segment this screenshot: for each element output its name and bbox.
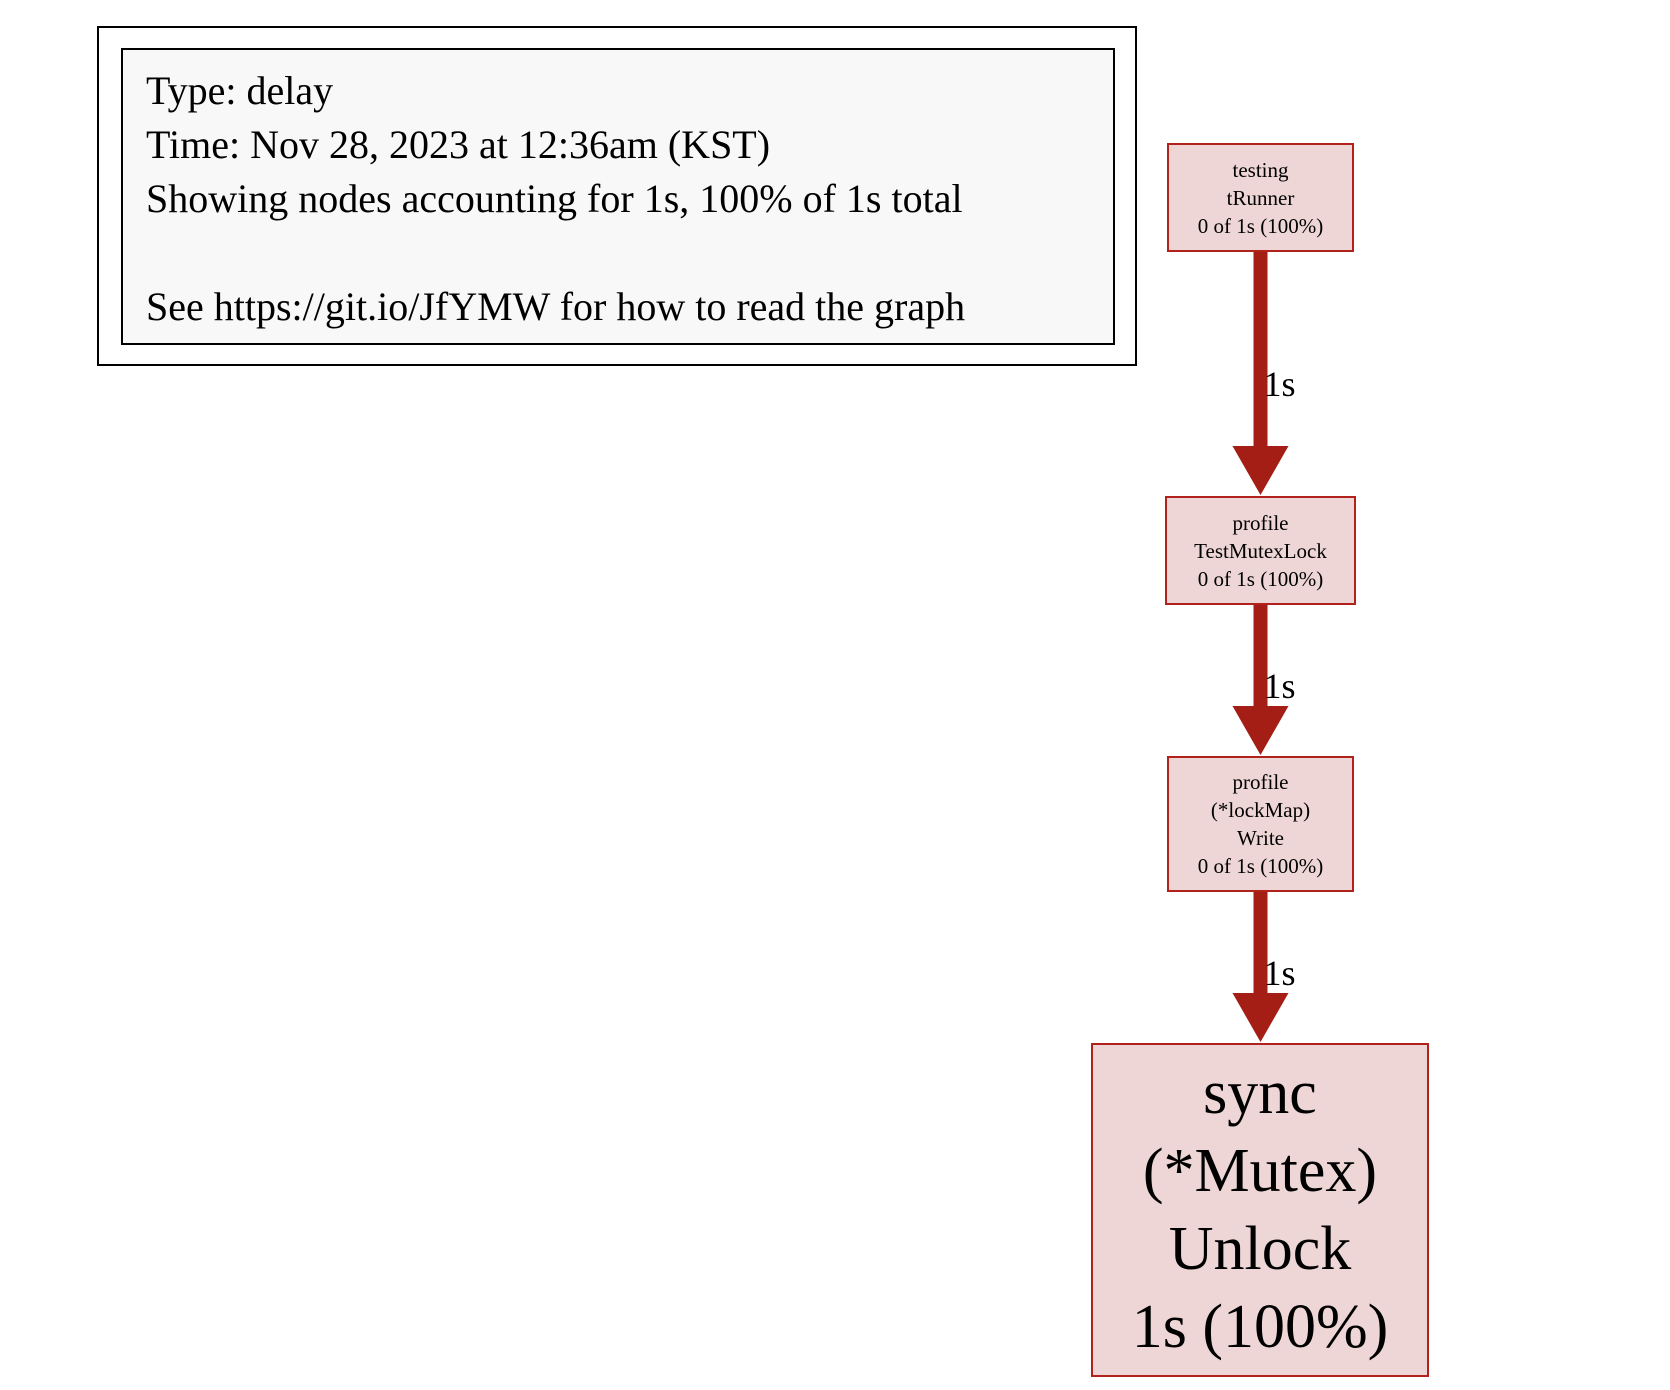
edge-arrowhead: [1232, 446, 1289, 495]
edge-arrowhead: [1232, 993, 1289, 1042]
edge-shaft: [1253, 605, 1268, 708]
legend-time: Time: Nov 28, 2023 at 12:36am (KST): [146, 122, 771, 167]
node-label-line: 0 of 1s (100%): [1197, 213, 1324, 238]
edge-shaft: [1253, 892, 1268, 995]
legend-box: Type: delay Time: Nov 28, 2023 at 12:36a…: [121, 48, 1115, 345]
legend-type: Type: delay: [146, 68, 334, 113]
edge-shaft: [1253, 252, 1268, 448]
edge-arrowhead: [1232, 706, 1289, 755]
node-label-line: tRunner: [1226, 185, 1295, 210]
node-mutex-unlock: sync (*Mutex) Unlock 1s (100%): [1091, 1043, 1429, 1377]
node-label-line: testing: [1232, 157, 1289, 182]
legend-see: See https://git.io/JfYMW for how to read…: [146, 284, 966, 329]
edge-label: 1s: [1263, 666, 1296, 707]
legend-showing: Showing nodes accounting for 1s, 100% of…: [146, 176, 963, 221]
node-label-line: 0 of 1s (100%): [1197, 566, 1324, 591]
node-label-line: Unlock: [1168, 1215, 1352, 1283]
edge-label: 1s: [1263, 364, 1296, 405]
node-label-line: (*Mutex): [1142, 1137, 1378, 1205]
node-lockmap-write: profile (*lockMap) Write 0 of 1s (100%): [1167, 756, 1354, 892]
node-label-line: profile: [1232, 770, 1289, 794]
node-label-line: TestMutexLock: [1194, 538, 1327, 563]
node-label-line: Write: [1237, 826, 1284, 850]
edge-label: 1s: [1263, 953, 1296, 994]
node-label-line: profile: [1232, 510, 1289, 535]
node-label-line: 0 of 1s (100%): [1197, 854, 1324, 878]
node-trunner: testing tRunner 0 of 1s (100%): [1167, 143, 1354, 252]
node-label-line: (*lockMap): [1210, 798, 1311, 822]
node-label-line: 1s (100%): [1131, 1293, 1389, 1361]
node-label-line: sync: [1203, 1059, 1317, 1127]
